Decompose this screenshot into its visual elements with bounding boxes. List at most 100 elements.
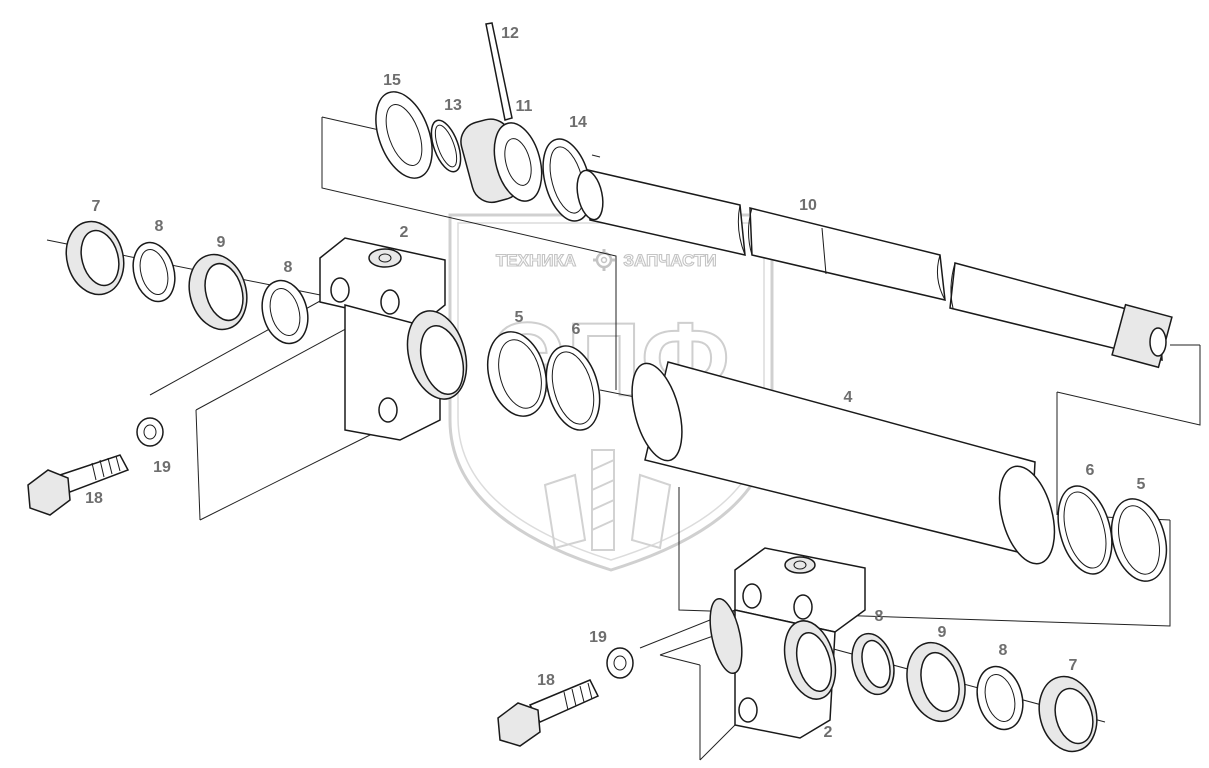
part-8-seal-b-inner <box>269 288 301 336</box>
cylinder-head-bottom <box>709 547 866 739</box>
head-top-port <box>368 248 402 268</box>
rod-segment-3 <box>949 262 1163 361</box>
part-8-seal-a <box>132 241 176 303</box>
label-7-right: 7 <box>1069 657 1078 674</box>
part-11-face <box>493 122 543 202</box>
part-8-seal-b <box>261 279 309 345</box>
bolt-18-thread-b <box>563 682 593 711</box>
label-12: 12 <box>501 25 519 42</box>
head-bot-bolt-hole-1 <box>742 583 762 609</box>
rod-end-bore <box>1149 327 1167 357</box>
part-8-seal-c-inner <box>861 639 891 689</box>
part-7-wiper-b-inner <box>1054 687 1094 745</box>
bolt-18-thread-a <box>91 455 121 481</box>
left-seal-chain <box>65 220 309 345</box>
part-6-oring-a <box>545 345 601 431</box>
part-labels: 12 15 13 11 14 10 7 8 9 8 2 5 6 4 19 18 … <box>85 25 1145 741</box>
cylinder-head-top <box>319 237 468 441</box>
head-bot-bolt-hole-3 <box>738 697 758 723</box>
cylinder-tube-4 <box>631 361 1056 565</box>
part-11-bore <box>504 138 532 186</box>
part-15-ring <box>375 91 433 179</box>
label-19-top: 19 <box>153 459 171 476</box>
head-top-bolt-hole-2 <box>380 289 400 315</box>
part-6-oring-a-inner <box>551 351 595 425</box>
part-9-bushing-a-inner <box>204 262 244 322</box>
head-bot-port-inner <box>793 560 807 570</box>
rod-break-1 <box>737 204 746 256</box>
piston-rod-10 <box>576 169 1173 369</box>
rod-break-4 <box>950 262 956 309</box>
label-8-right-a: 8 <box>875 608 884 625</box>
head-top-bolt-hole-1 <box>330 277 350 303</box>
label-18-top: 18 <box>85 490 103 507</box>
head-top-face <box>319 237 446 326</box>
label-13: 13 <box>444 97 462 114</box>
washer-19-a <box>136 417 164 447</box>
label-5-top: 5 <box>515 309 524 326</box>
part-7-wiper-a-inner <box>80 229 120 287</box>
label-5-right: 5 <box>1137 476 1146 493</box>
label-9-left: 9 <box>217 234 226 251</box>
washer-19-b <box>606 647 634 679</box>
bolt-18-head-a <box>27 469 71 516</box>
part-15-inner <box>385 103 423 167</box>
part-8-seal-d <box>976 665 1024 731</box>
tube-end-near <box>631 362 683 462</box>
label-2-bottom: 2 <box>824 724 833 741</box>
head-top-port-inner <box>378 253 392 263</box>
head-bot-spigot <box>709 597 743 675</box>
rod-step <box>821 227 827 275</box>
right-seal-chain <box>851 632 1098 753</box>
gear-icon <box>593 249 615 271</box>
bolt-assembly-bottom <box>497 647 634 747</box>
upper-seal-chain <box>375 22 592 222</box>
tube-body <box>644 361 1036 556</box>
head-top-gland-bore <box>419 325 465 395</box>
part-8-seal-d-inner <box>984 674 1016 722</box>
tube-end-far <box>998 465 1056 565</box>
head-bot-gland-bore <box>795 631 833 693</box>
label-19-bottom: 19 <box>589 629 607 646</box>
label-7-left: 7 <box>92 198 101 215</box>
part-13-inner <box>434 124 458 168</box>
head-bot-bolt-hole-2 <box>793 594 813 620</box>
head-top-bolt-hole-3 <box>378 397 398 423</box>
label-11: 11 <box>516 98 533 115</box>
part-8-seal-a-inner <box>139 249 169 295</box>
watermark-text-right: ЗАПЧАСТИ <box>623 251 716 270</box>
label-18-bottom: 18 <box>537 672 555 689</box>
label-8-left-b: 8 <box>284 259 293 276</box>
part-5-ring-b-inner <box>1118 505 1160 575</box>
label-8-left-a: 8 <box>155 218 164 235</box>
part-5-ring-a-inner <box>498 339 542 409</box>
rod-break-3 <box>936 254 946 301</box>
label-14: 14 <box>569 114 587 131</box>
label-10: 10 <box>799 197 817 214</box>
piston-rings-right <box>1057 485 1168 582</box>
label-6-top: 6 <box>572 321 581 338</box>
part-12-pin <box>485 22 513 121</box>
head-bot-port <box>784 556 816 574</box>
piston-rings-top <box>487 331 601 431</box>
wheat-icon <box>543 449 672 551</box>
part-5-ring-a <box>487 331 547 417</box>
part-6-oring-b-inner <box>1063 491 1107 569</box>
part-9-bushing-b-inner <box>920 651 960 713</box>
washer-19-a-hole <box>143 424 157 440</box>
label-9-right: 9 <box>938 624 947 641</box>
rod-break-2 <box>748 207 753 256</box>
part-13-oring <box>430 119 462 173</box>
label-2-top: 2 <box>400 224 409 241</box>
label-8-right-b: 8 <box>999 642 1008 659</box>
rod-end-face <box>576 169 604 221</box>
watermark-text-left: ТЕХНИКА <box>496 251 576 270</box>
label-4: 4 <box>844 389 853 406</box>
part-5-ring-b <box>1110 498 1168 582</box>
label-6-right: 6 <box>1086 462 1095 479</box>
rod-segment-1 <box>587 169 746 256</box>
label-15: 15 <box>383 72 401 89</box>
washer-19-b-hole <box>613 655 627 671</box>
